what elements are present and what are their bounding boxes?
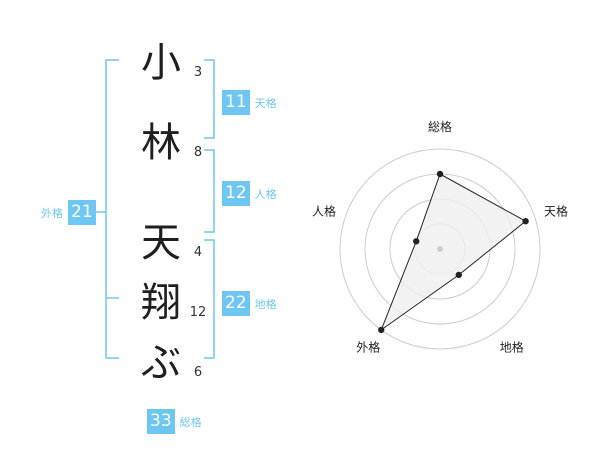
radar-axis-label: 外格 <box>356 340 380 355</box>
soukaku-value: 33 <box>147 409 175 434</box>
gaikaku-label: 外格 <box>41 206 63 220</box>
tenkaku-score: 11 天格 <box>222 90 277 115</box>
name-char-4: 翔 <box>141 280 181 326</box>
chikaku-label: 地格 <box>254 297 277 311</box>
radar-point <box>436 170 444 178</box>
stroke-count-2: 8 <box>193 145 203 160</box>
brackets <box>96 59 215 359</box>
name-char-5: ぶ <box>141 340 181 386</box>
radar-axis-label: 総格 <box>428 119 452 134</box>
radar-center-dot <box>437 246 443 252</box>
gaikaku-value: 21 <box>68 200 96 225</box>
name-char-3: 天 <box>141 220 181 266</box>
jinkaku-score: 12 人格 <box>222 181 277 206</box>
soukaku-score: 33 総格 <box>147 409 202 434</box>
stroke-count-1: 3 <box>193 65 203 80</box>
chikaku-score: 22 地格 <box>222 291 277 316</box>
soukaku-label: 総格 <box>179 415 202 429</box>
radar-axis-label: 地格 <box>500 340 524 355</box>
stroke-count-4: 12 <box>189 305 207 320</box>
stroke-count-3: 4 <box>193 245 203 260</box>
tenkaku-bracket <box>204 59 215 139</box>
radar-point <box>522 217 529 225</box>
stroke-count-5: 6 <box>193 365 203 380</box>
jinkaku-bracket <box>204 149 215 233</box>
name-char-1: 小 <box>141 40 181 86</box>
radar-polygon <box>380 173 527 332</box>
radar-point <box>455 271 463 279</box>
gaikaku-score: 外格 21 <box>41 200 96 225</box>
radar-point <box>378 326 385 334</box>
radar-axis-label: 天格 <box>544 203 568 218</box>
name-char-2: 林 <box>141 120 181 166</box>
radar-ring <box>339 148 541 350</box>
chikaku-bracket <box>204 239 215 359</box>
gaikaku-bracket <box>105 59 119 359</box>
radar-axis-label: 人格 <box>312 203 336 218</box>
tenkaku-label: 天格 <box>254 96 277 110</box>
tenkaku-value: 11 <box>222 90 250 115</box>
chikaku-value: 22 <box>222 291 250 316</box>
jinkaku-label: 人格 <box>254 187 277 201</box>
radar-point <box>413 238 420 245</box>
jinkaku-value: 12 <box>222 181 250 206</box>
